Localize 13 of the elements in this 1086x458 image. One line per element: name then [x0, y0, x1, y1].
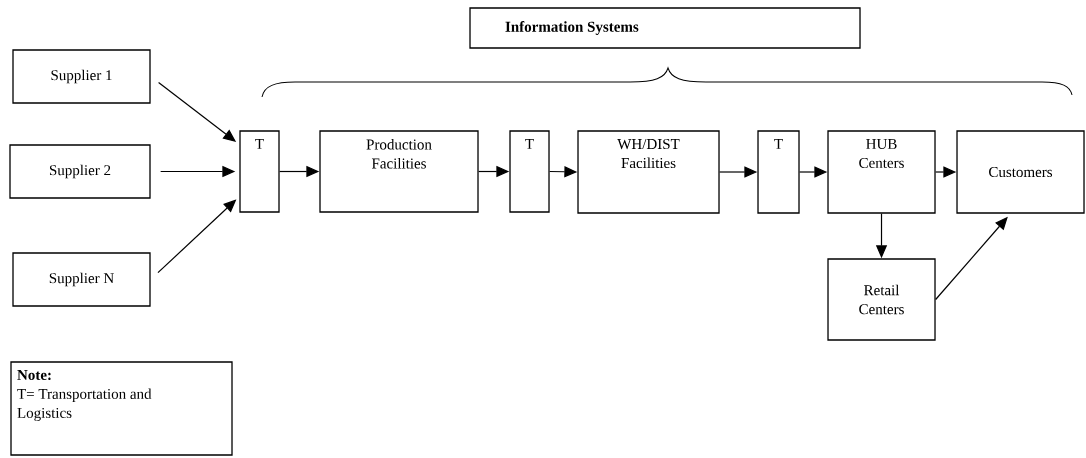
- process-box: T: [239, 130, 280, 213]
- process-box: T: [757, 130, 800, 214]
- process-box: Supplier 1: [12, 49, 151, 104]
- heading-box: Information Systems: [469, 7, 861, 49]
- process-box: Retail Centers: [827, 258, 936, 341]
- process-box: T: [509, 130, 550, 213]
- process-box: Supplier N: [12, 252, 151, 307]
- process-box: WH/DIST Facilities: [577, 130, 720, 214]
- note-box: Note: T= Transportation and Logistics: [10, 361, 233, 456]
- process-box: Production Facilities: [319, 130, 479, 213]
- process-box: Customers: [956, 130, 1085, 214]
- process-box: HUB Centers: [827, 130, 936, 214]
- process-box: Supplier 2: [9, 144, 151, 199]
